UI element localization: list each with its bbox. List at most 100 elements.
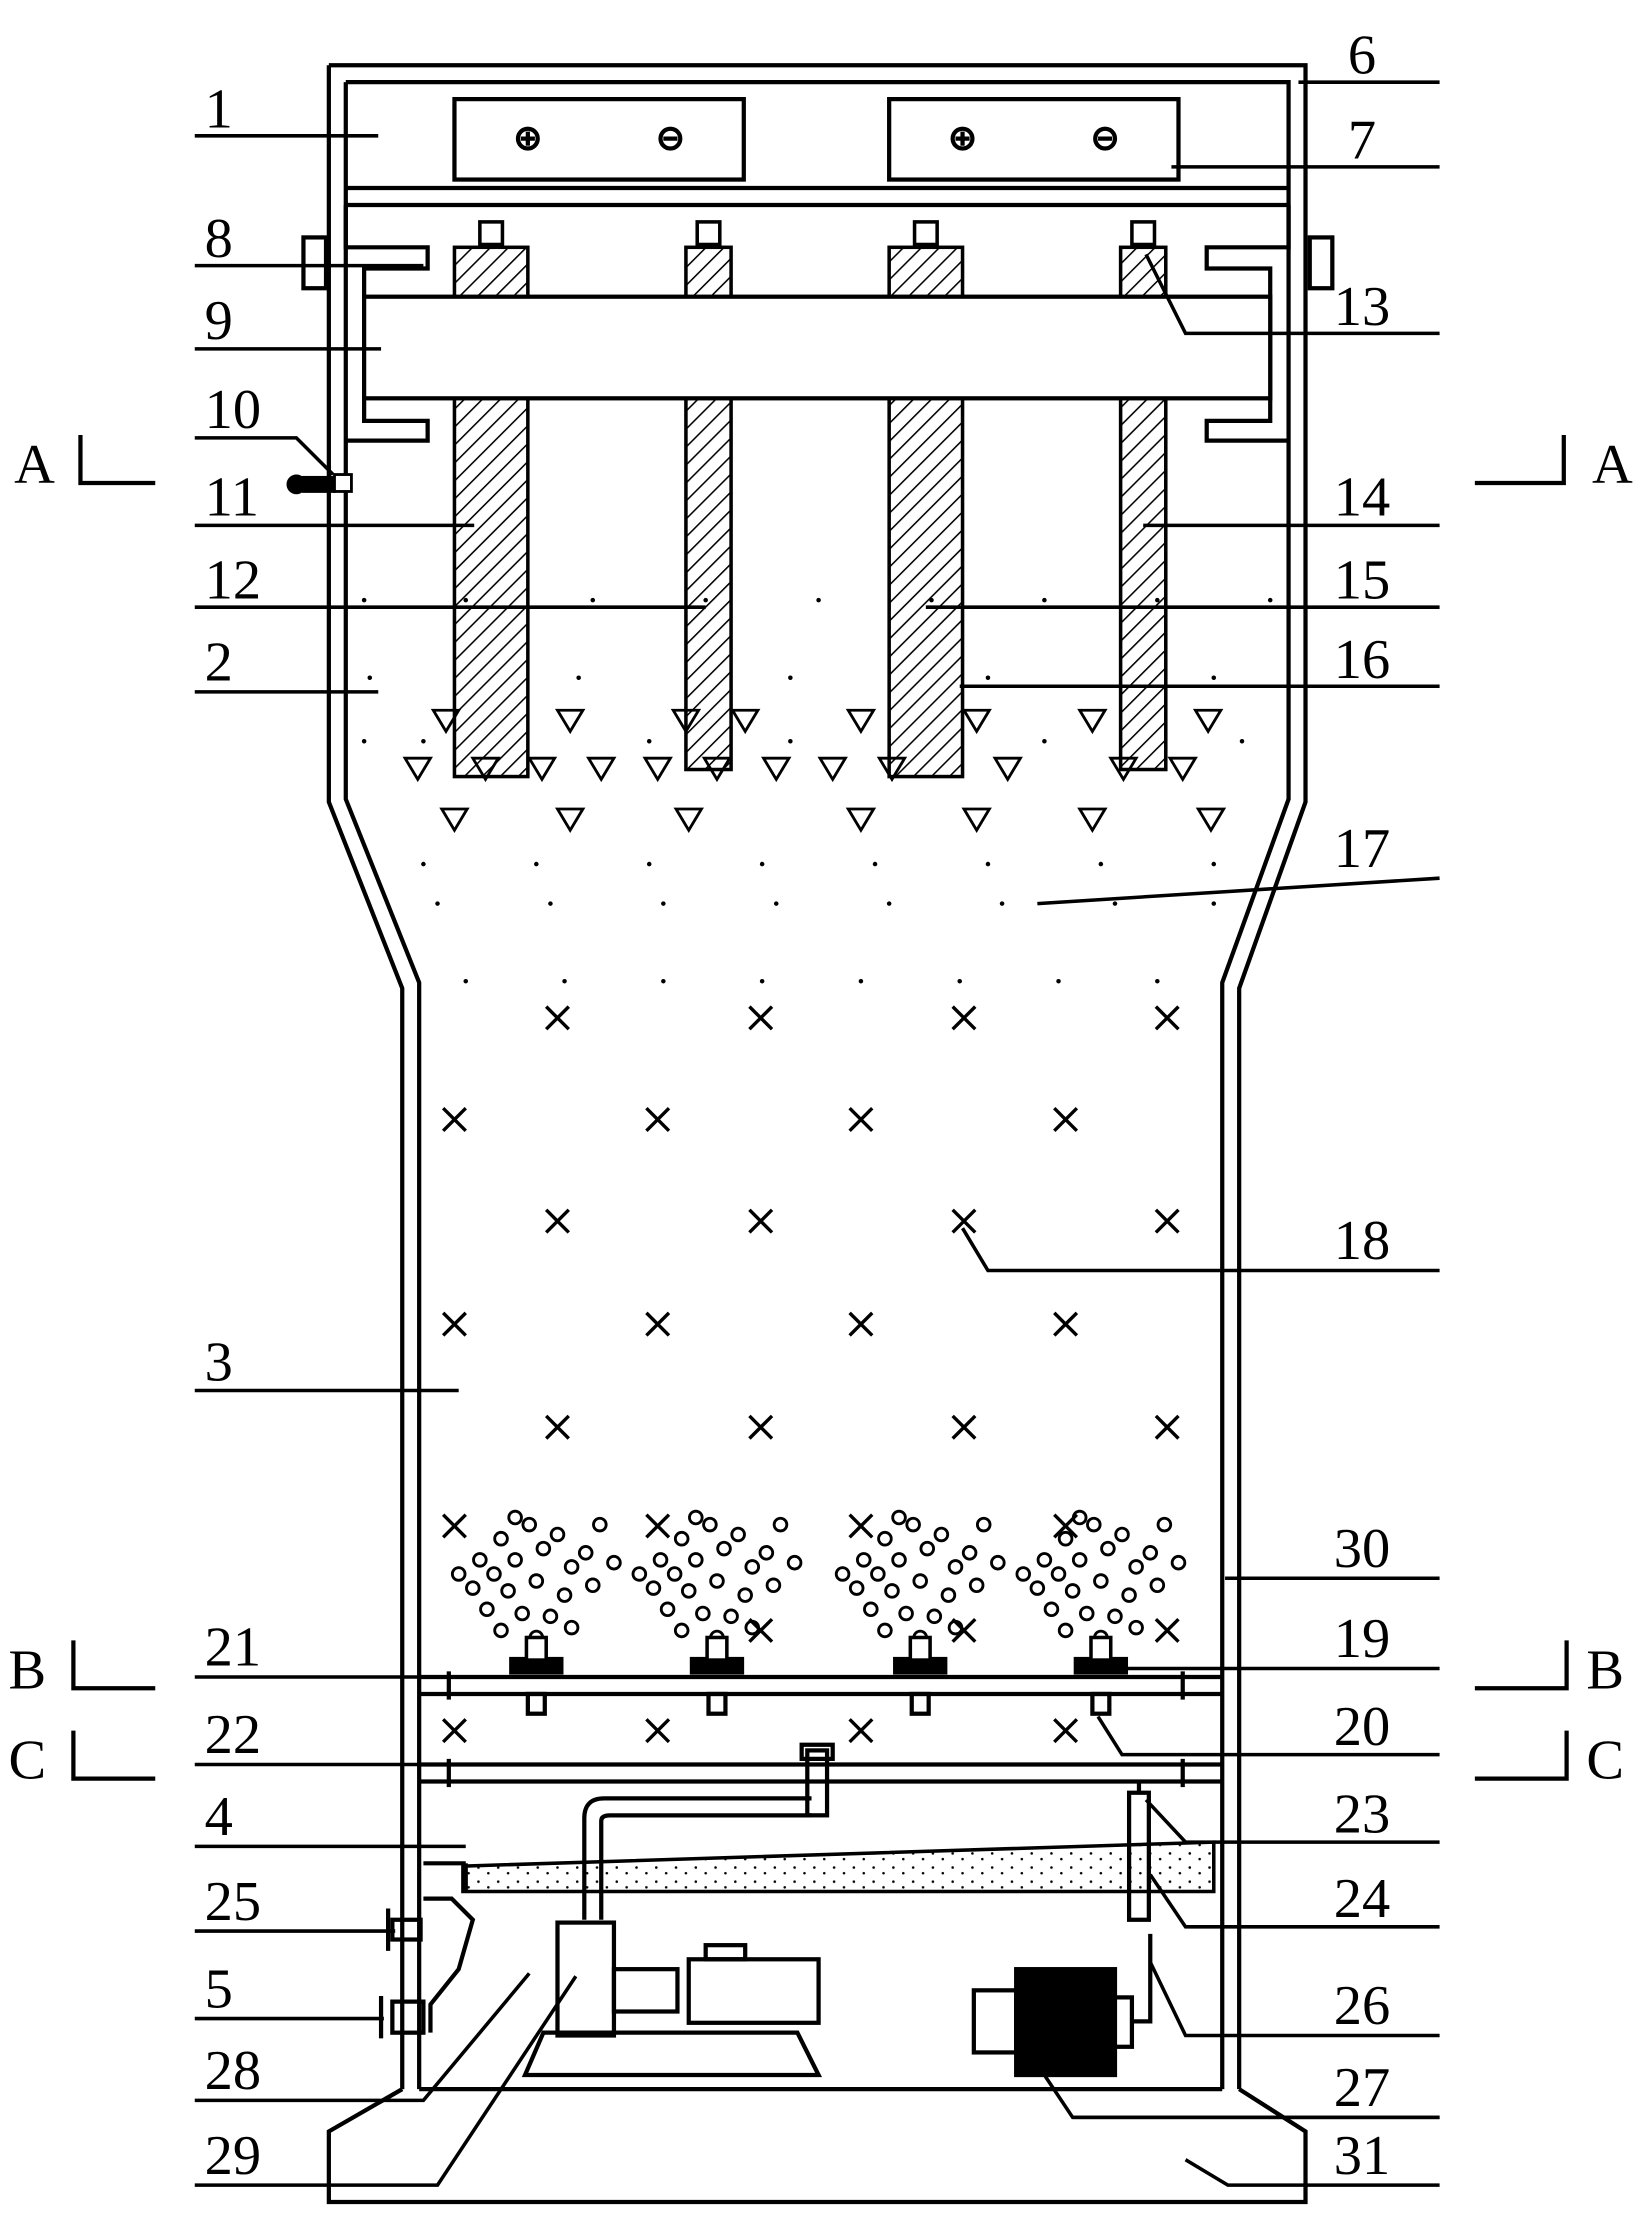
pump-piping — [423, 1742, 835, 1920]
section-c-left: C — [8, 1730, 46, 1792]
bubble-marker — [863, 1601, 879, 1618]
dot-marker — [463, 978, 469, 984]
dot-marker — [576, 675, 581, 681]
bubble-marker — [1100, 1540, 1116, 1557]
bubble-marker — [521, 1516, 538, 1533]
dot-marker — [1211, 901, 1217, 906]
dot-marker — [985, 861, 991, 867]
dot-marker — [463, 597, 469, 603]
cross-marker — [848, 1513, 874, 1539]
bubble-marker — [1128, 1619, 1144, 1636]
bubble-marker — [1078, 1605, 1095, 1622]
label-2: 2 — [205, 632, 233, 694]
label-11: 11 — [205, 466, 259, 528]
dot-marker — [1042, 739, 1047, 744]
section-a-left: A — [14, 434, 55, 496]
dot-marker — [872, 861, 878, 867]
bubble-marker — [834, 1566, 851, 1582]
cross-marker — [645, 1311, 671, 1337]
bubble-marker — [493, 1530, 509, 1547]
label-23: 23 — [1334, 1783, 1390, 1845]
bubble-marker — [1050, 1566, 1067, 1582]
bubble-marker — [1029, 1580, 1046, 1596]
triangle-marker — [670, 708, 702, 735]
bubble-marker — [1057, 1622, 1074, 1639]
vessel-outline — [301, 63, 1335, 2090]
triangle-marker — [730, 708, 761, 735]
dot-marker — [421, 861, 426, 867]
label-17: 17 — [1334, 818, 1390, 880]
bubble-marker — [528, 1573, 545, 1589]
bubble-marker — [961, 1545, 978, 1561]
bubble-marker — [947, 1619, 964, 1636]
cross-marker — [1154, 1208, 1180, 1234]
bubble-marker — [912, 1573, 928, 1589]
label-14: 14 — [1334, 466, 1390, 528]
bubble-marker — [556, 1587, 573, 1603]
dot-marker — [773, 901, 779, 906]
bubble-marker — [479, 1601, 495, 1618]
label-29: 29 — [205, 2125, 261, 2187]
bubble-marker — [786, 1554, 803, 1571]
bubble-marker — [975, 1516, 992, 1533]
cross-marker — [848, 1311, 874, 1337]
label-5: 5 — [205, 1958, 233, 2020]
bubble-marker — [659, 1601, 676, 1618]
cross-marker — [848, 1107, 874, 1133]
triangle-marker — [845, 708, 877, 735]
bubble-marker — [563, 1619, 580, 1636]
label-27: 27 — [1334, 2057, 1390, 2119]
bubble-marker — [716, 1540, 732, 1557]
bubble-marker — [709, 1573, 725, 1589]
sampling-tap — [286, 473, 353, 495]
bubble-marker — [1170, 1554, 1187, 1571]
triangle-markers — [402, 708, 1227, 833]
vessel-base — [326, 2087, 1308, 2205]
bubble-marker — [1149, 1577, 1166, 1594]
dot-marker — [1211, 861, 1217, 867]
cross-marker — [544, 1208, 570, 1234]
bubble-marker — [673, 1622, 690, 1639]
dot-marker — [421, 739, 426, 744]
triangle-marker — [642, 756, 673, 783]
cross-marker — [645, 1718, 671, 1744]
blower — [971, 1933, 1153, 2078]
bubble-marker — [1015, 1566, 1031, 1582]
triangle-marker — [761, 756, 792, 783]
cross-marker — [544, 1005, 570, 1031]
triangle-marker — [430, 708, 462, 735]
triangle-marker — [1192, 708, 1224, 735]
bubble-marker — [702, 1516, 718, 1533]
triangle-marker — [402, 756, 433, 783]
dot-marker — [548, 901, 553, 906]
bubble-marker — [765, 1577, 782, 1594]
triangle-marker — [673, 807, 704, 833]
cross-marker — [544, 1414, 570, 1440]
bubble-marker — [500, 1583, 516, 1599]
bubble-marker — [1128, 1559, 1144, 1575]
triangle-marker — [1077, 708, 1108, 735]
bubble-marker — [1114, 1526, 1130, 1543]
label-12: 12 — [205, 550, 261, 612]
cross-marker — [441, 1107, 467, 1133]
triangle-marker — [554, 708, 586, 735]
bubble-marker — [450, 1566, 467, 1582]
bubble-marker — [542, 1608, 559, 1625]
dot-marker — [361, 739, 367, 744]
bubble-marker — [926, 1608, 943, 1625]
bubble-marker — [666, 1566, 683, 1582]
aerator-heads — [509, 1635, 1129, 1675]
bubble-marker — [1064, 1583, 1081, 1599]
cross-marker — [1154, 1617, 1180, 1643]
bubble-marker — [1071, 1509, 1088, 1526]
dot-marker — [646, 861, 652, 867]
bubble-marker — [1121, 1587, 1137, 1603]
dot-marker — [1056, 978, 1061, 984]
electrode-holder-plate — [362, 294, 1273, 401]
label-16: 16 — [1334, 629, 1390, 691]
cross-marker — [1053, 1718, 1079, 1744]
label-4: 4 — [205, 1786, 233, 1848]
cross-marker — [951, 1208, 977, 1234]
bubble-marker — [990, 1554, 1006, 1571]
